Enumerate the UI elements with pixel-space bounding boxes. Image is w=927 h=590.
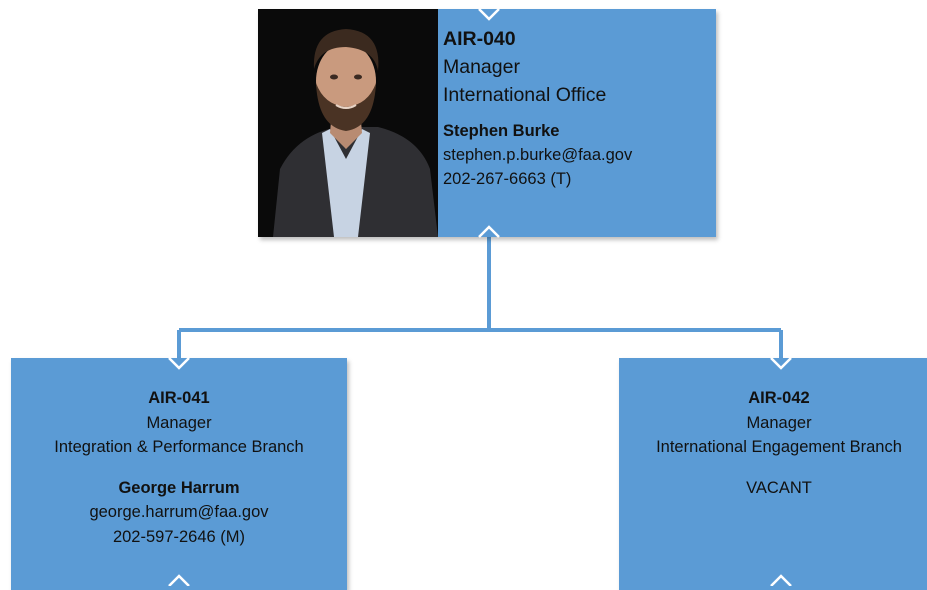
role-title: Manager xyxy=(746,413,812,432)
chevron-down-icon xyxy=(168,357,190,370)
role-title: Manager xyxy=(443,56,520,78)
office-code: AIR-041 xyxy=(148,389,210,407)
branch-info: AIR-042 Manager International Engagement… xyxy=(619,386,927,500)
manager-info: AIR-040 Manager International Office Ste… xyxy=(443,25,713,191)
manager-name: Stephen Burke xyxy=(443,122,560,140)
branch-card-air-041: AIR-041 Manager Integration & Performanc… xyxy=(11,358,347,590)
manager-phone: 202-597-2646 (M) xyxy=(112,527,246,546)
chevron-up-icon xyxy=(478,225,500,238)
office-name: International Engagement Branch xyxy=(656,438,902,456)
manager-photo xyxy=(258,9,438,237)
chevron-up-icon xyxy=(168,574,190,586)
branch-info: AIR-041 Manager Integration & Performanc… xyxy=(11,386,347,549)
branch-card-air-042: AIR-042 Manager International Engagement… xyxy=(619,358,927,590)
office-name: Integration & Performance Branch xyxy=(54,438,304,456)
chevron-down-icon xyxy=(478,8,500,21)
manager-card-air-040: AIR-040 Manager International Office Ste… xyxy=(258,9,716,237)
office-name: International Office xyxy=(443,84,607,106)
vacancy-status: VACANT xyxy=(746,478,812,497)
chevron-up-icon xyxy=(770,574,792,586)
manager-name: George Harrum xyxy=(118,478,240,497)
manager-email: stephen.p.burke@faa.gov xyxy=(443,146,633,164)
chevron-down-icon xyxy=(770,357,792,370)
role-title: Manager xyxy=(146,413,212,432)
office-code: AIR-040 xyxy=(443,28,516,50)
manager-email: george.harrum@faa.gov xyxy=(89,503,269,521)
office-code: AIR-042 xyxy=(748,389,810,407)
manager-phone: 202-267-6663 (T) xyxy=(443,170,572,188)
